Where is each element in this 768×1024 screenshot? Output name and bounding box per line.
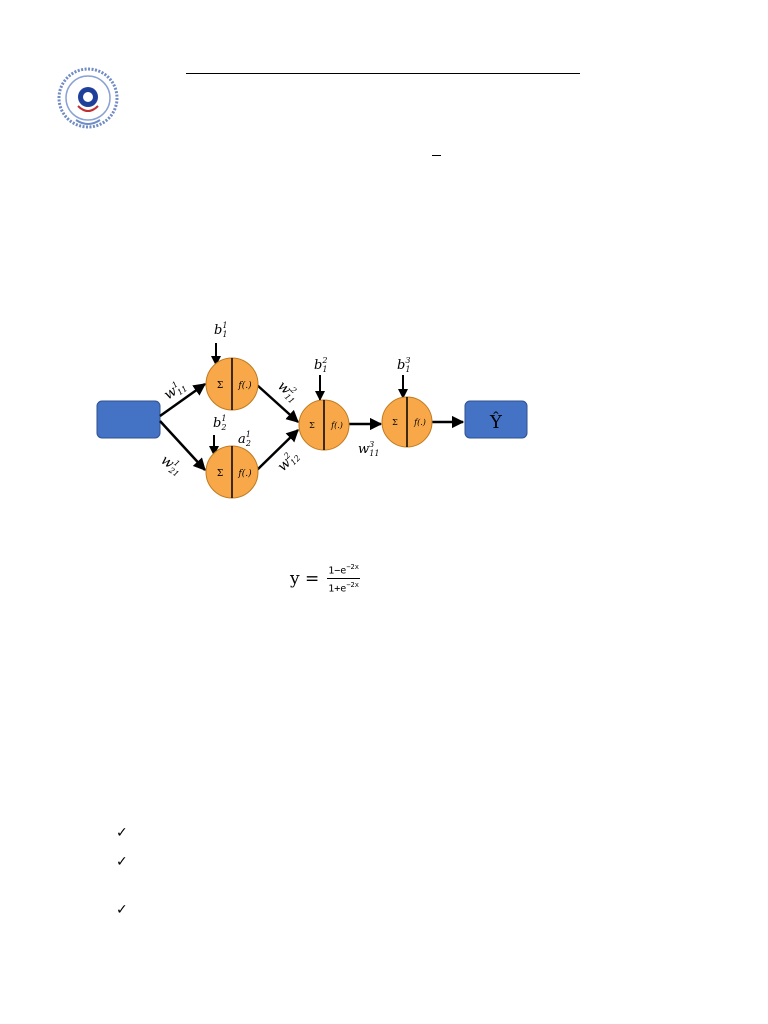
formula-lhs: y =	[290, 568, 320, 589]
weight-w211-label: w211	[274, 377, 303, 405]
checkmark-2: ✓	[116, 854, 128, 870]
sum-symbol: Σ	[392, 418, 398, 427]
neuron-2-1: Σ f(.)	[298, 399, 350, 451]
header-rule	[186, 73, 580, 74]
output-box	[464, 400, 528, 439]
institute-logo	[57, 67, 119, 129]
overbar-mark	[432, 155, 441, 156]
weight-w121-label: w121	[157, 451, 186, 479]
neuron-3-1: Σ f(.)	[381, 396, 433, 448]
input-box	[96, 400, 161, 439]
weight-w111-label: w111	[161, 377, 190, 405]
tanh-formula: y = 1−e−2x 1+e−2x	[290, 563, 360, 595]
weight-w212-label: w212	[274, 447, 302, 475]
formula-denominator: 1+e−2x	[328, 581, 359, 595]
neuron-1-2: Σ f(.)	[205, 445, 259, 499]
formula-numerator: 1−e−2x	[327, 563, 360, 580]
activation-label: f(.)	[413, 418, 426, 427]
checkmark-3: ✓	[116, 902, 128, 918]
sum-symbol: Σ	[217, 381, 223, 391]
activation-label: f(.)	[237, 468, 252, 479]
formula-fraction: 1−e−2x 1+e−2x	[327, 563, 360, 595]
neuron-1-1: Σ f(.)	[205, 357, 259, 411]
activation-label: f(.)	[237, 380, 252, 391]
checkmark-1: ✓	[116, 825, 128, 841]
output-y-hat-label: Ŷ	[489, 410, 503, 433]
activation-label: f(.)	[330, 421, 343, 430]
sum-symbol: Σ	[217, 469, 223, 479]
sum-symbol: Σ	[309, 421, 315, 430]
